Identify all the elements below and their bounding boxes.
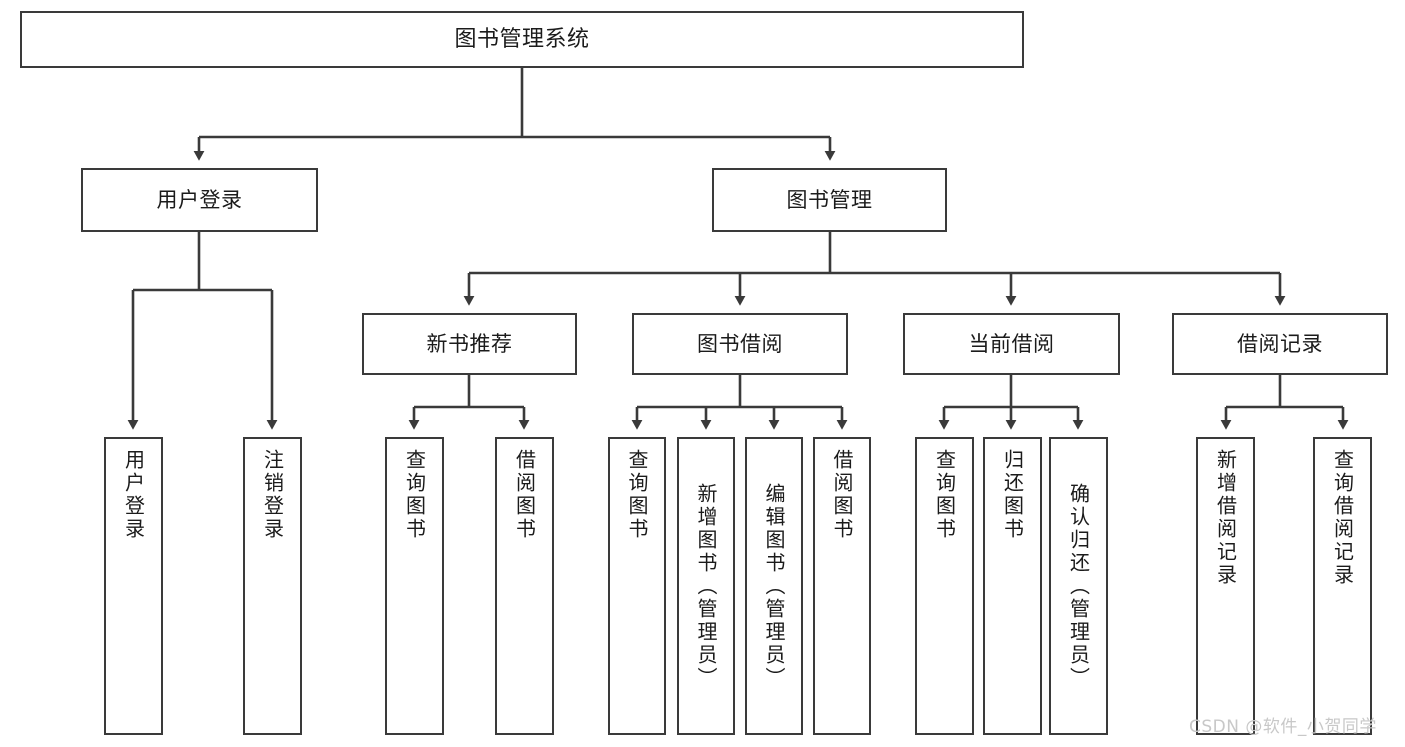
node-label: 注销登录 <box>260 449 285 541</box>
node-label: 借阅图书 <box>830 449 854 541</box>
node-label: 新增借阅记录 <box>1213 449 1238 587</box>
leaf-query-book-1[interactable]: 查询图书 <box>385 437 444 735</box>
node-label: 归还图书 <box>1000 449 1025 541</box>
leaf-logout-login[interactable]: 注销登录 <box>243 437 302 735</box>
node-label: 新书推荐 <box>426 331 513 356</box>
node-label: 新增图书（管理员） <box>694 482 718 690</box>
leaf-confirm-return[interactable]: 确认归还（管理员） <box>1049 437 1108 735</box>
node-label: 借阅记录 <box>1237 331 1323 356</box>
node-current-borrow[interactable]: 当前借阅 <box>903 313 1120 375</box>
node-label: 编辑图书（管理员） <box>762 482 786 690</box>
node-label: 图书管理系统 <box>454 26 590 52</box>
node-label: 查询借阅记录 <box>1330 449 1355 587</box>
leaf-query-book-3[interactable]: 查询图书 <box>915 437 974 735</box>
leaf-add-record[interactable]: 新增借阅记录 <box>1196 437 1255 735</box>
node-label: 确认归还（管理员） <box>1066 482 1091 690</box>
leaf-edit-book[interactable]: 编辑图书（管理员） <box>745 437 803 735</box>
node-label: 图书管理 <box>786 187 873 212</box>
leaf-return-book[interactable]: 归还图书 <box>983 437 1042 735</box>
node-new-book-recommend[interactable]: 新书推荐 <box>362 313 577 375</box>
leaf-user-login[interactable]: 用户登录 <box>104 437 163 735</box>
node-root-system[interactable]: 图书管理系统 <box>20 11 1024 68</box>
node-label: 借阅图书 <box>512 449 537 541</box>
node-label: 查询图书 <box>932 449 957 541</box>
leaf-borrow-book-1[interactable]: 借阅图书 <box>495 437 554 735</box>
node-label: 图书借阅 <box>697 331 783 356</box>
node-label: 查询图书 <box>625 449 649 541</box>
node-book-management[interactable]: 图书管理 <box>712 168 947 232</box>
leaf-query-book-2[interactable]: 查询图书 <box>608 437 666 735</box>
csdn-watermark: CSDN @软件_小贺同学 <box>1189 717 1377 737</box>
node-label: 当前借阅 <box>968 331 1055 356</box>
leaf-query-record[interactable]: 查询借阅记录 <box>1313 437 1372 735</box>
node-label: 用户登录 <box>121 449 146 541</box>
leaf-add-book[interactable]: 新增图书（管理员） <box>677 437 735 735</box>
node-user-login[interactable]: 用户登录 <box>81 168 318 232</box>
node-label: 查询图书 <box>402 449 427 541</box>
node-label: 用户登录 <box>156 187 243 212</box>
node-borrow-record[interactable]: 借阅记录 <box>1172 313 1388 375</box>
node-book-borrow[interactable]: 图书借阅 <box>632 313 848 375</box>
leaf-borrow-book-2[interactable]: 借阅图书 <box>813 437 871 735</box>
